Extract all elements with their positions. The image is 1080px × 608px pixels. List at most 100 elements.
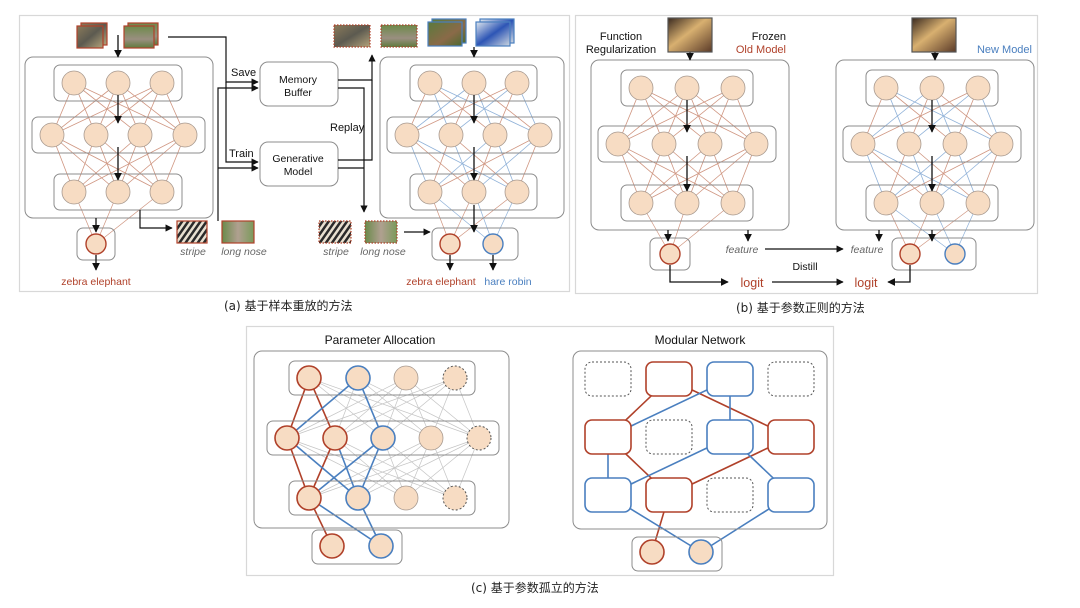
c-module-new bbox=[706, 361, 754, 397]
b-old-net-edge bbox=[617, 87, 734, 145]
new-output-new-classes: hare robin bbox=[484, 276, 531, 288]
a-new-net-neuron bbox=[461, 70, 487, 96]
generative-model-label-2: Model bbox=[284, 166, 313, 178]
feature-label-stripe: stripe bbox=[180, 246, 206, 258]
a-new-net-neuron bbox=[394, 122, 420, 148]
a-new-net-edge bbox=[406, 82, 475, 136]
zebra-image bbox=[76, 25, 104, 49]
a-old-net-neuron bbox=[61, 70, 87, 96]
modular-network-title: Modular Network bbox=[655, 333, 747, 347]
replay-feature-label-stripe: stripe bbox=[323, 246, 349, 258]
replay-feature-label-long-nose: long nose bbox=[360, 246, 406, 258]
b-new-output-edge bbox=[885, 202, 956, 255]
b-old-net-neuron bbox=[743, 131, 769, 157]
c-param-edge bbox=[405, 377, 480, 439]
c-param-layer-box bbox=[288, 480, 476, 516]
c-modular-output-box bbox=[631, 536, 723, 572]
long-nose-image bbox=[221, 220, 255, 244]
c-param-layer-box bbox=[266, 420, 500, 456]
replay-stripe-image bbox=[318, 220, 352, 244]
new-model-label: New Model bbox=[977, 44, 1032, 56]
b-old-net-edge bbox=[686, 143, 757, 204]
c-param-edge bbox=[357, 437, 480, 499]
b-old-net-neuron bbox=[674, 75, 700, 101]
a-new-net-edge bbox=[473, 82, 541, 136]
c-module-unused bbox=[645, 419, 693, 455]
a-new-net-edge bbox=[429, 82, 541, 136]
b-old-net-neuron bbox=[628, 75, 654, 101]
c-param-edge bbox=[382, 377, 456, 439]
logit-label-new: logit bbox=[855, 276, 878, 290]
c-param-layer-box bbox=[288, 360, 476, 396]
a-new-net-neuron bbox=[504, 179, 530, 205]
a-old-net-edge bbox=[117, 134, 186, 193]
b-old-net-neuron bbox=[697, 131, 723, 157]
a-new-output-neuron-new bbox=[482, 233, 504, 255]
c-param-neuron bbox=[393, 485, 419, 511]
a-save-line bbox=[168, 36, 259, 86]
c-param-neuron bbox=[442, 365, 468, 391]
stripe-image bbox=[176, 220, 208, 244]
b-new-net-neuron bbox=[919, 75, 945, 101]
a-new-net-neuron bbox=[461, 179, 487, 205]
a-new-net-neuron bbox=[417, 179, 443, 205]
b-old-net-neuron bbox=[720, 190, 746, 216]
train-label: Train bbox=[229, 148, 254, 160]
c-param-edge-new bbox=[286, 377, 359, 439]
replay-long-nose-image bbox=[364, 220, 398, 244]
b-new-net-neuron bbox=[965, 75, 991, 101]
a-train-line bbox=[225, 82, 259, 166]
c-module-old bbox=[645, 361, 693, 397]
c-module-old bbox=[645, 477, 693, 513]
old-output-label: zebra elephant bbox=[61, 276, 131, 288]
a-old-net-neuron bbox=[172, 122, 198, 148]
c-param-output-box bbox=[311, 529, 403, 565]
a-old-net-neuron bbox=[127, 122, 153, 148]
a-new-net-edge bbox=[450, 82, 518, 136]
feature-label-long-nose: long nose bbox=[221, 246, 267, 258]
caption-b: (b) 基于参数正则的方法 bbox=[736, 301, 865, 315]
elephant-image bbox=[123, 25, 155, 49]
a-new-net-edge bbox=[406, 82, 518, 136]
b-old-net-edge bbox=[640, 143, 711, 204]
a-old-net-edge bbox=[51, 82, 119, 136]
b-new-net-edge bbox=[908, 87, 979, 145]
a-new-output-neuron-old bbox=[439, 233, 461, 255]
b-old-net-edge bbox=[640, 143, 757, 204]
b-new-net-edge bbox=[862, 87, 979, 145]
distill-label: Distill bbox=[792, 261, 817, 273]
c-param-edge bbox=[286, 377, 407, 439]
generative-model-box bbox=[259, 141, 339, 187]
function-regularization-label-2: Regularization bbox=[586, 44, 656, 56]
b-old-output-edge bbox=[669, 202, 734, 255]
cat-image-old bbox=[667, 17, 713, 53]
c-param-neuron bbox=[368, 533, 394, 559]
c-module-new bbox=[706, 419, 754, 455]
replay-zebra-image bbox=[333, 24, 371, 48]
c-module-unused bbox=[706, 477, 754, 513]
panel-b-frame bbox=[574, 14, 1039, 295]
b-new-output-neuron-new bbox=[944, 243, 966, 265]
b-old-net-neuron bbox=[651, 131, 677, 157]
logit-label-old: logit bbox=[741, 276, 764, 290]
c-param-neuron bbox=[322, 425, 348, 451]
function-regularization-label-1: Function bbox=[600, 31, 642, 43]
c-param-network-box bbox=[253, 350, 510, 529]
b-new-net-edge bbox=[885, 143, 1002, 204]
b-old-net-neuron bbox=[605, 131, 631, 157]
a-old-net-edge bbox=[73, 134, 186, 193]
a-new-net-neuron bbox=[417, 70, 443, 96]
c-param-edge-new bbox=[286, 437, 359, 499]
c-param-neuron bbox=[442, 485, 468, 511]
a-replay-down-1 bbox=[338, 87, 368, 213]
b-new-output-neuron-old bbox=[899, 243, 921, 265]
a-old-net-neuron bbox=[39, 122, 65, 148]
caption-a: (a) 基于样本重放的方法 bbox=[224, 299, 353, 313]
parameter-allocation-title: Parameter Allocation bbox=[325, 333, 436, 347]
c-modular-output-neuron-old bbox=[639, 539, 665, 565]
b-new-logit-arrow bbox=[887, 265, 911, 286]
feature-label-old: feature bbox=[726, 244, 759, 256]
replay-elephant-image bbox=[380, 24, 418, 48]
b-new-net-edge bbox=[862, 87, 933, 145]
c-param-neuron bbox=[345, 365, 371, 391]
